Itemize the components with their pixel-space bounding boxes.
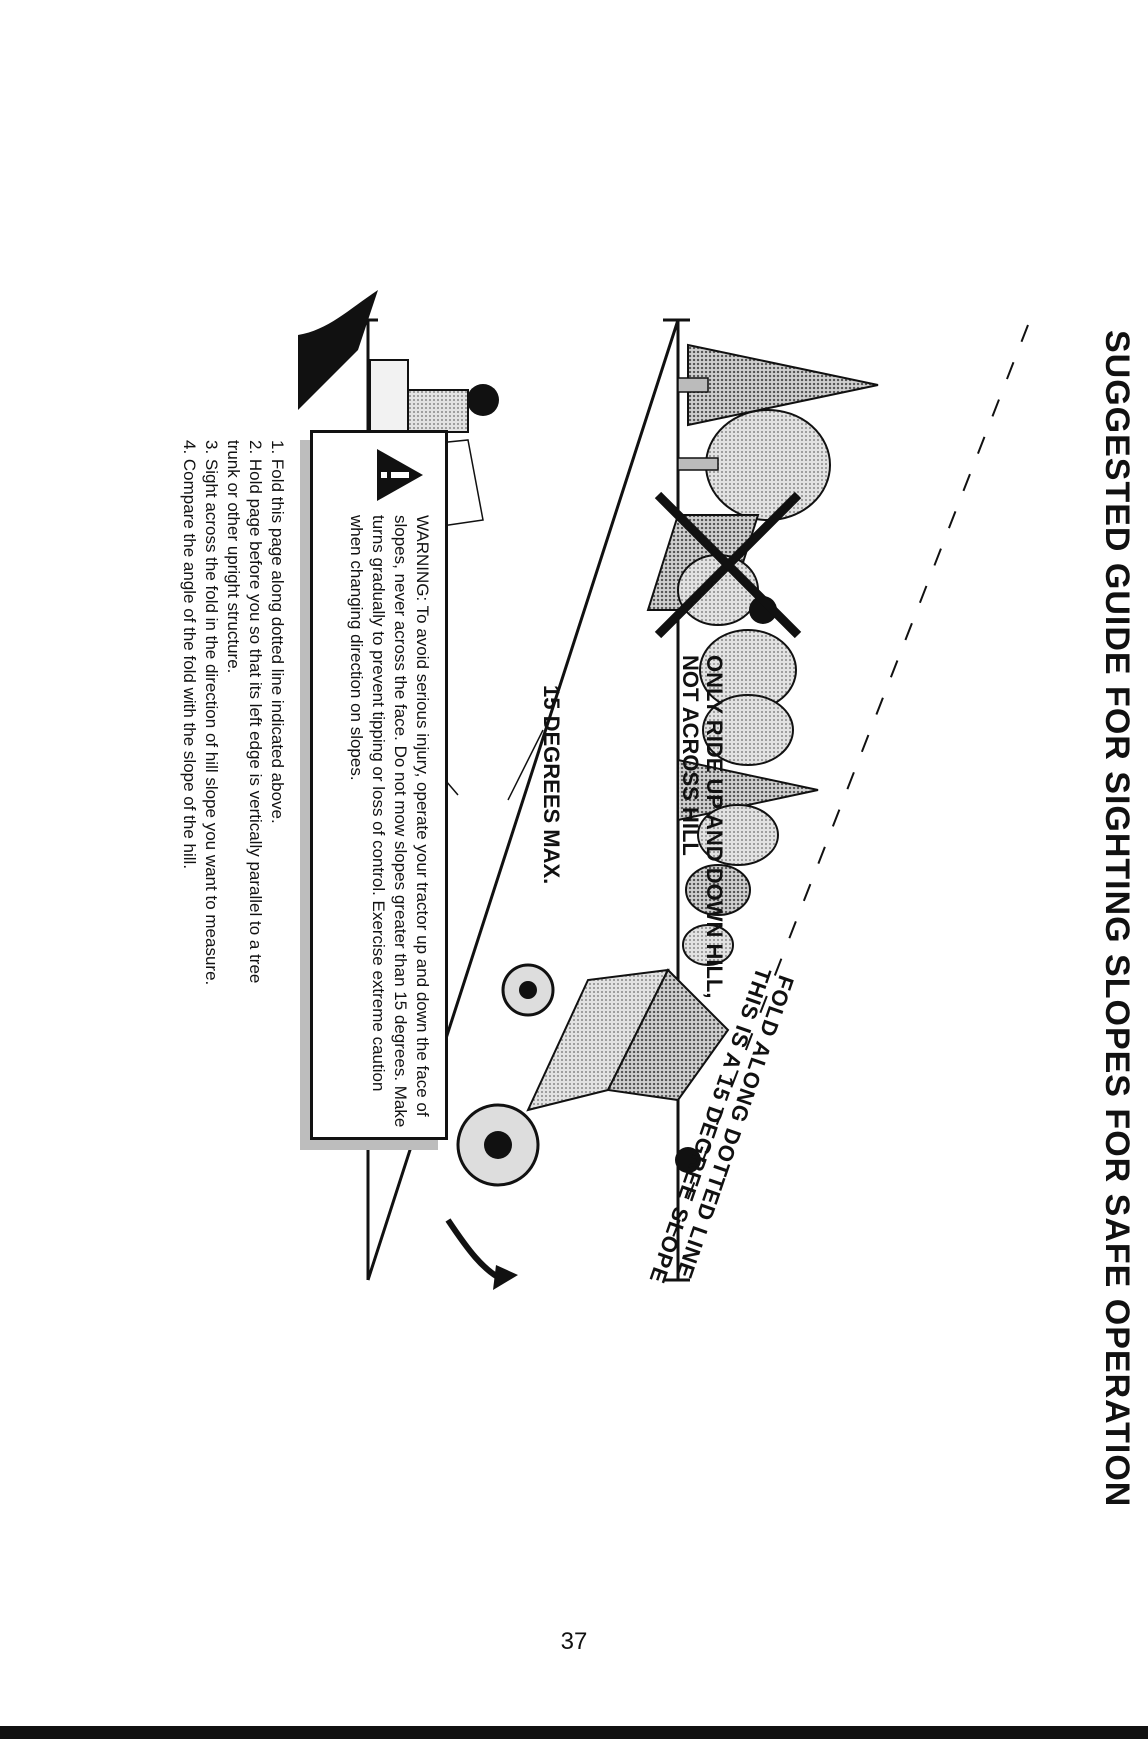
uphill-tractor [445,963,730,1290]
warning-text: WARNING: To avoid serious injury, operat… [347,515,432,1128]
ride-label: ONLY RIDE UP AND DOWN HILL, NOT ACROSS H… [678,655,727,999]
step-item: trunk or other upright structure. [224,440,243,674]
crossed-tractor [646,491,802,639]
warning-triangle-icon [377,449,423,501]
bottom-edge-bar [0,1726,1148,1739]
rotated-diagram: SUGGESTED GUIDE FOR SIGHTING SLOPES FOR … [108,290,1148,1507]
fold-dotted-line [667,324,1029,1251]
page-number: 37 [560,1628,588,1655]
step-item: 2. Hold page before you so that its left… [246,440,265,984]
step-item: 3. Sight across the fold in the directio… [202,440,221,986]
step-item: 1. Fold this page along dotted line indi… [268,440,287,824]
instruction-steps: 1. Fold this page along dotted line indi… [178,440,288,1340]
trees-group [677,343,879,966]
step-item: 4. Compare the angle of the fold with th… [180,440,199,870]
degrees-label: 15 DEGREES MAX. [539,685,564,885]
warning-box: WARNING: To avoid serious injury, operat… [310,430,448,1140]
